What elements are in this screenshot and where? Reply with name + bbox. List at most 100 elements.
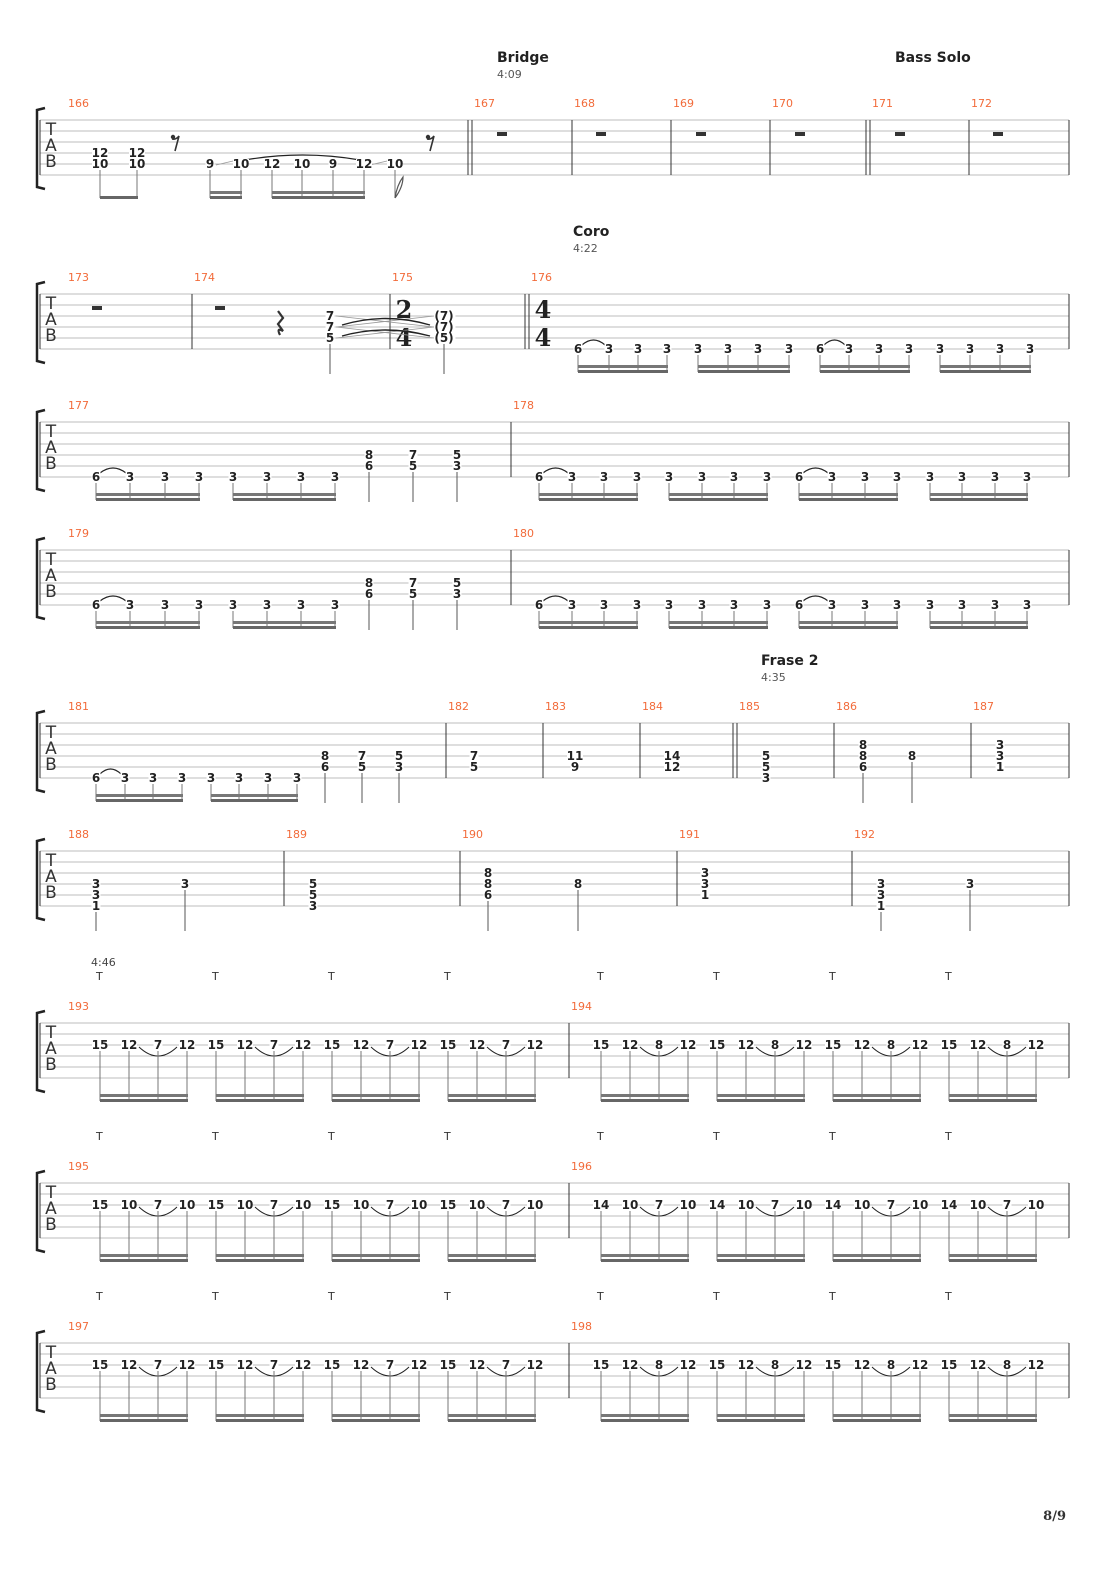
fret-bg <box>761 751 771 761</box>
fret-number: 3 <box>195 598 203 612</box>
note-beat: 12 <box>411 1038 427 1101</box>
fret-number: 3 <box>877 877 885 891</box>
fret-bg <box>194 600 204 610</box>
fret-bg <box>570 762 580 772</box>
fret-bg <box>357 762 367 772</box>
fret-bg <box>408 589 418 599</box>
fret-bg <box>92 1040 108 1050</box>
note-beat: 15 <box>92 1358 108 1421</box>
fret-number: 9 <box>206 157 214 171</box>
fret-bg <box>886 1360 896 1370</box>
eighth-rest <box>170 134 180 152</box>
fret-number: 5 <box>762 760 770 774</box>
beam-secondary <box>233 621 336 624</box>
tap-marker: T <box>596 1290 604 1303</box>
beam <box>717 1099 805 1102</box>
fret-bg <box>205 159 215 169</box>
system-bracket <box>35 1329 46 1414</box>
fret-number: 10 <box>680 1198 697 1212</box>
note-beat: 6 <box>534 470 544 500</box>
fret-bg <box>501 1040 511 1050</box>
fret-bg <box>432 322 456 332</box>
beam <box>799 498 898 501</box>
fret-bg <box>160 600 170 610</box>
fret-bg <box>324 1360 340 1370</box>
fret-number: 3 <box>161 470 169 484</box>
fret-bg <box>325 333 335 343</box>
fret-number: 12 <box>680 1358 697 1372</box>
fret-bg <box>262 600 272 610</box>
note-beat: 12 <box>527 1358 543 1421</box>
note-beat: 3 <box>160 598 170 628</box>
note-beat: 12 <box>237 1038 253 1101</box>
fret-bg <box>527 1200 543 1210</box>
fret-bg <box>364 578 374 588</box>
note-beat: 12 <box>1028 1038 1044 1101</box>
note-beat: 10 <box>469 1198 485 1261</box>
fret-bg <box>1028 1200 1044 1210</box>
note-beat: 15 <box>208 1038 224 1101</box>
note-beat: 15 <box>593 1358 609 1421</box>
fret-number: 10 <box>912 1198 929 1212</box>
tab-clef-letter: A <box>45 739 57 759</box>
fret-bg <box>567 600 577 610</box>
beam <box>820 370 910 373</box>
fret-number: 3 <box>121 771 129 785</box>
measure-number: 188 <box>68 828 89 841</box>
fret-number: 7 <box>655 1198 663 1212</box>
fret-number: 10 <box>387 157 404 171</box>
measure-number: 175 <box>392 271 413 284</box>
fret-bg <box>483 879 493 889</box>
fret-bg <box>593 1040 609 1050</box>
fret-bg <box>796 1040 812 1050</box>
fret-bg <box>860 600 870 610</box>
tap-marker: T <box>327 1290 335 1303</box>
beam <box>332 1419 420 1422</box>
system-bracket <box>35 106 46 191</box>
note-beat: 553 <box>761 749 771 785</box>
tap-marker: T <box>211 1290 219 1303</box>
note-beat: 15 <box>709 1358 725 1421</box>
fret-bg <box>308 879 318 889</box>
fret-bg <box>387 159 403 169</box>
fret-number: 10 <box>121 1198 138 1212</box>
fret-bg <box>408 461 418 471</box>
fret-bg <box>357 751 367 761</box>
tap-marker: T <box>327 970 335 983</box>
note-beat: 15 <box>324 1038 340 1101</box>
fret-bg <box>604 344 614 354</box>
fret-bg <box>411 1040 427 1050</box>
beam <box>210 196 242 199</box>
fret-bg <box>680 1040 696 1050</box>
note-beat: 3 <box>632 470 642 500</box>
tap-marker: T <box>944 970 952 983</box>
note-beat: 331 <box>91 877 101 931</box>
fret-number: 3 <box>763 470 771 484</box>
slur <box>542 467 569 474</box>
fret-bg <box>325 322 335 332</box>
fret-bg <box>1025 344 1035 354</box>
note-beat: 15 <box>941 1358 957 1421</box>
note-beat: 886 <box>858 738 868 803</box>
fret-number: 3 <box>92 877 100 891</box>
fret-number: 3 <box>663 342 671 356</box>
fret-bg <box>432 333 456 343</box>
fret-bg <box>990 600 1000 610</box>
note-beat: 10 <box>680 1198 697 1261</box>
beam-secondary <box>717 1254 805 1257</box>
fret-bg <box>965 344 975 354</box>
beam-secondary <box>833 1094 921 1097</box>
fret-number: 3 <box>229 598 237 612</box>
tab-clef-letter: A <box>45 136 57 156</box>
note-beat: 3 <box>177 771 187 801</box>
tap-marker: T <box>95 1130 103 1143</box>
note-beat: 3 <box>180 877 190 931</box>
beam <box>669 498 768 501</box>
half-rest <box>596 132 606 136</box>
tab-clef-letter: A <box>45 1199 57 1219</box>
fret-number: 12 <box>680 1038 697 1052</box>
fret-bg <box>125 472 135 482</box>
tab-clef-letter: T <box>45 1023 57 1043</box>
tab-clef-letter: A <box>45 1359 57 1379</box>
